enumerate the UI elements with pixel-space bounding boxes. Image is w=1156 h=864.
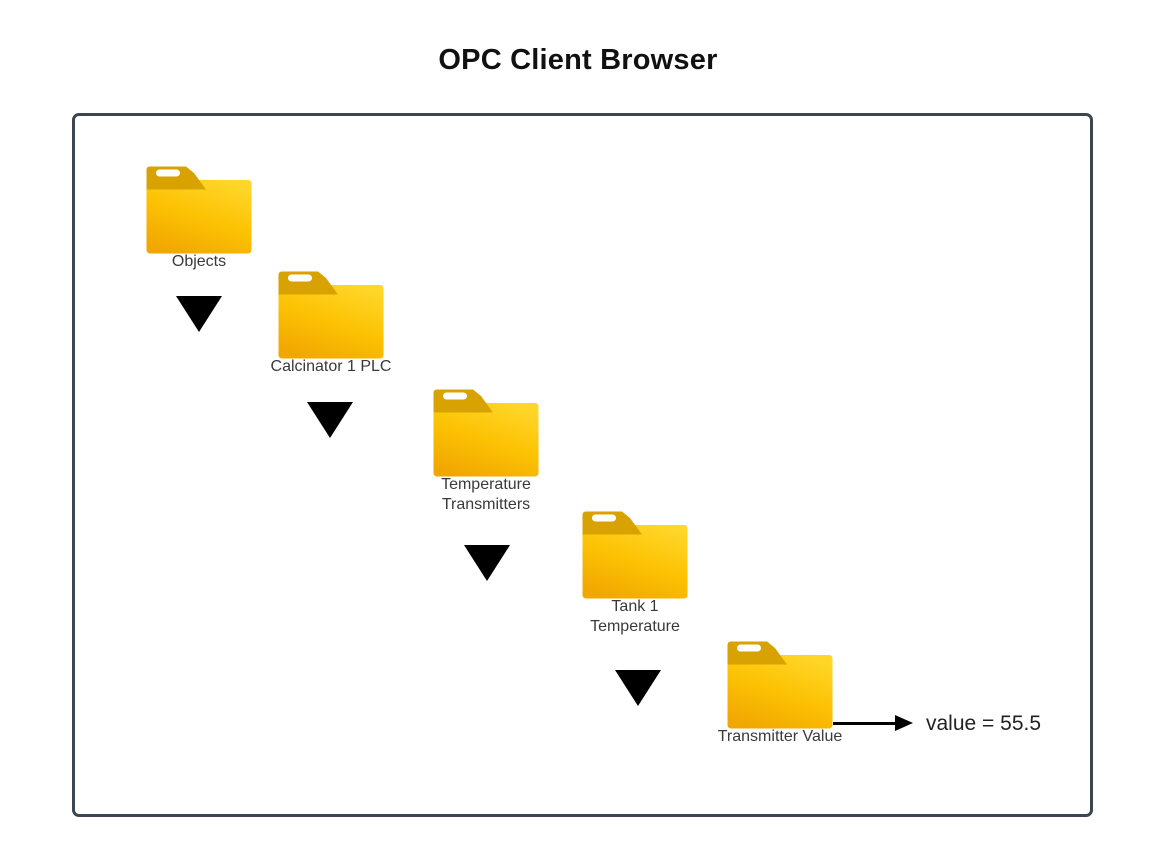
tree-node-label[interactable]: Tank 1 Temperature (590, 598, 680, 635)
folder-icon[interactable] (727, 641, 833, 729)
tree-node-label[interactable]: Transmitter Value (717, 728, 843, 745)
expand-down-arrow-icon (307, 402, 353, 438)
value-arrow-line (833, 722, 895, 725)
tree-node-label[interactable]: Calcinator 1 PLC (270, 358, 392, 375)
folder-icon[interactable] (146, 166, 252, 254)
tree-node-label[interactable]: Temperature Transmitters (441, 476, 531, 513)
expand-down-arrow-icon (615, 670, 661, 706)
value-annotation: value = 55.5 (926, 712, 1042, 735)
value-arrowhead-icon (895, 715, 913, 731)
folder-icon[interactable] (278, 271, 384, 359)
expand-down-arrow-icon (176, 296, 222, 332)
page-title: OPC Client Browser (438, 44, 718, 76)
folder-icon[interactable] (433, 389, 539, 477)
tree-node-label[interactable]: Objects (171, 253, 227, 270)
expand-down-arrow-icon (464, 545, 510, 581)
folder-icon[interactable] (582, 511, 688, 599)
